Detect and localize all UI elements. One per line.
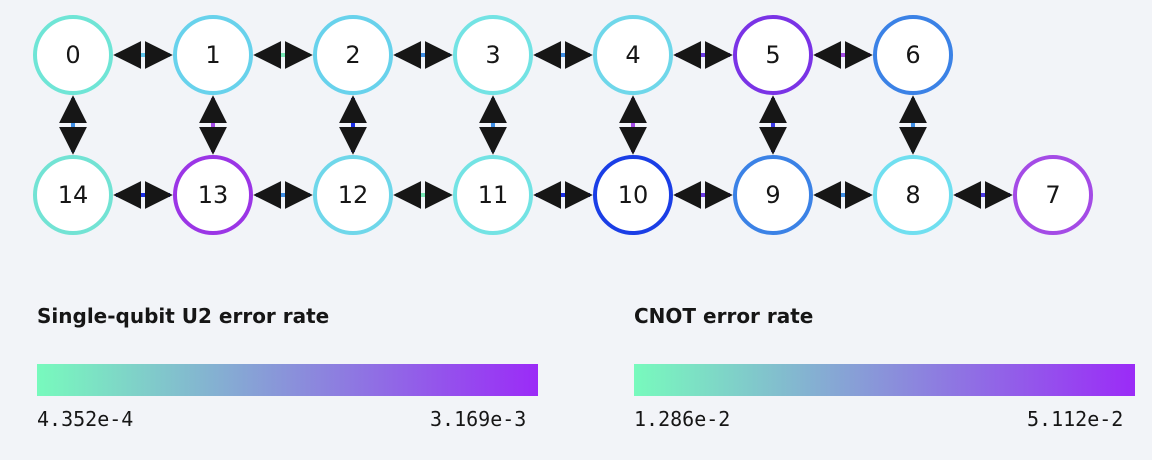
qubit-circle-1 — [173, 15, 253, 95]
qubit-circle-5 — [733, 15, 813, 95]
qubit-label-4: 4 — [625, 41, 640, 69]
qubit-node-2[interactable]: 2 — [313, 15, 393, 95]
qubit-circle-13 — [173, 155, 253, 235]
qubit-label-10: 10 — [618, 181, 649, 209]
qubit-node-8[interactable]: 8 — [873, 155, 953, 235]
qubit-label-6: 6 — [905, 41, 920, 69]
qubit-node-4[interactable]: 4 — [593, 15, 673, 95]
qubit-label-12: 12 — [338, 181, 369, 209]
qubit-circle-6 — [873, 15, 953, 95]
qubit-label-11: 11 — [478, 181, 509, 209]
qubit-node-11[interactable]: 11 — [453, 155, 533, 235]
qubit-circle-11 — [453, 155, 533, 235]
qubit-circle-4 — [593, 15, 673, 95]
qubit-label-8: 8 — [905, 181, 920, 209]
qubit-node-13[interactable]: 13 — [173, 155, 253, 235]
cnot-min-label: 1.286e-2 — [634, 407, 731, 431]
qubit-node-1[interactable]: 1 — [173, 15, 253, 95]
cnot-legend-title: CNOT error rate — [634, 304, 814, 328]
edges-layer — [59, 41, 1013, 209]
qubit-node-14[interactable]: 14 — [33, 155, 113, 235]
qubit-circle-0 — [33, 15, 113, 95]
qubit-label-2: 2 — [345, 41, 360, 69]
cnot-colorbar — [634, 364, 1135, 396]
qubit-label-3: 3 — [485, 41, 500, 69]
qubit-node-10[interactable]: 10 — [593, 155, 673, 235]
cnot-max-label: 5.112e-2 — [1027, 407, 1124, 431]
qubit-circle-12 — [313, 155, 393, 235]
qubit-circle-7 — [1013, 155, 1093, 235]
qubit-circle-3 — [453, 15, 533, 95]
qubit-node-12[interactable]: 12 — [313, 155, 393, 235]
qubit-circle-8 — [873, 155, 953, 235]
single-qubit-max-label: 3.169e-3 — [430, 407, 527, 431]
qubit-node-3[interactable]: 3 — [453, 15, 533, 95]
qubit-label-1: 1 — [205, 41, 220, 69]
qubit-node-7[interactable]: 7 — [1013, 155, 1093, 235]
single-qubit-min-label: 4.352e-4 — [37, 407, 134, 431]
single-qubit-colorbar — [37, 364, 538, 396]
qubit-circle-10 — [593, 155, 673, 235]
qubit-circle-9 — [733, 155, 813, 235]
qubit-node-5[interactable]: 5 — [733, 15, 813, 95]
qubit-label-7: 7 — [1045, 181, 1060, 209]
qubit-node-0[interactable]: 0 — [33, 15, 113, 95]
qubit-label-9: 9 — [765, 181, 780, 209]
qubit-node-9[interactable]: 9 — [733, 155, 813, 235]
single-qubit-legend-title: Single-qubit U2 error rate — [37, 304, 330, 328]
qubit-label-0: 0 — [65, 41, 80, 69]
qubit-circle-14 — [33, 155, 113, 235]
qubit-label-5: 5 — [765, 41, 780, 69]
qubit-label-13: 13 — [198, 181, 229, 209]
qubit-label-14: 14 — [58, 181, 89, 209]
qubit-circle-2 — [313, 15, 393, 95]
qubit-node-6[interactable]: 6 — [873, 15, 953, 95]
